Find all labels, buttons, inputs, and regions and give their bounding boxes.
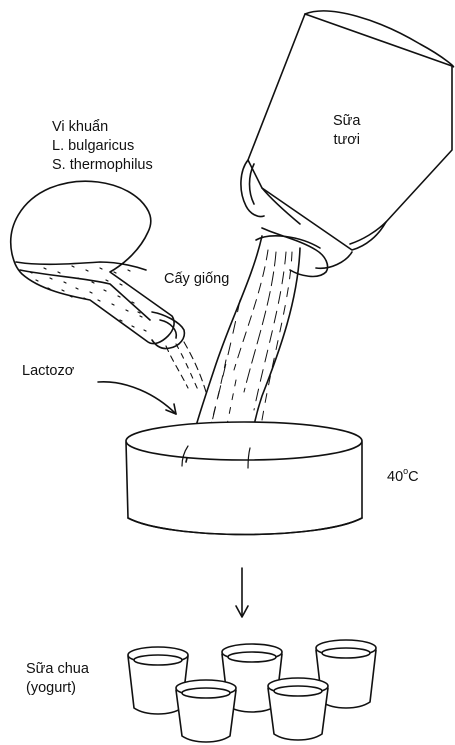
bacteria-label-line3: S. thermophilus: [52, 156, 153, 175]
yogurt-cup: [268, 678, 328, 740]
yogurt-cups: [128, 640, 376, 742]
bacteria-label-line1: Vi khuẩn: [52, 118, 153, 137]
lactose-label: Lactozơ: [22, 362, 74, 381]
bacteria-label-line2: L. bulgaricus: [52, 137, 153, 156]
fresh-milk-label-line1: Sữa: [333, 112, 360, 131]
bacteria-label: Vi khuẩn L. bulgaricus S. thermophilus: [52, 118, 153, 175]
fresh-milk-label-line2: tươi: [333, 131, 360, 150]
yogurt-label: Sữa chua (yogurt): [26, 660, 89, 698]
temperature-value: 40: [387, 469, 403, 485]
inoculation-label: Cấy giống: [164, 270, 229, 289]
fresh-milk-label: Sữa tươi: [333, 112, 360, 150]
yogurt-label-line2: (yogurt): [26, 679, 89, 698]
temperature-unit: C: [408, 469, 418, 485]
temperature-label: 40oC: [387, 462, 419, 487]
lactose-arrow: [98, 382, 176, 414]
yogurt-label-line1: Sữa chua: [26, 660, 89, 679]
yogurt-cup: [176, 680, 236, 742]
down-arrow: [236, 568, 248, 617]
fermentation-vat: [126, 422, 362, 535]
